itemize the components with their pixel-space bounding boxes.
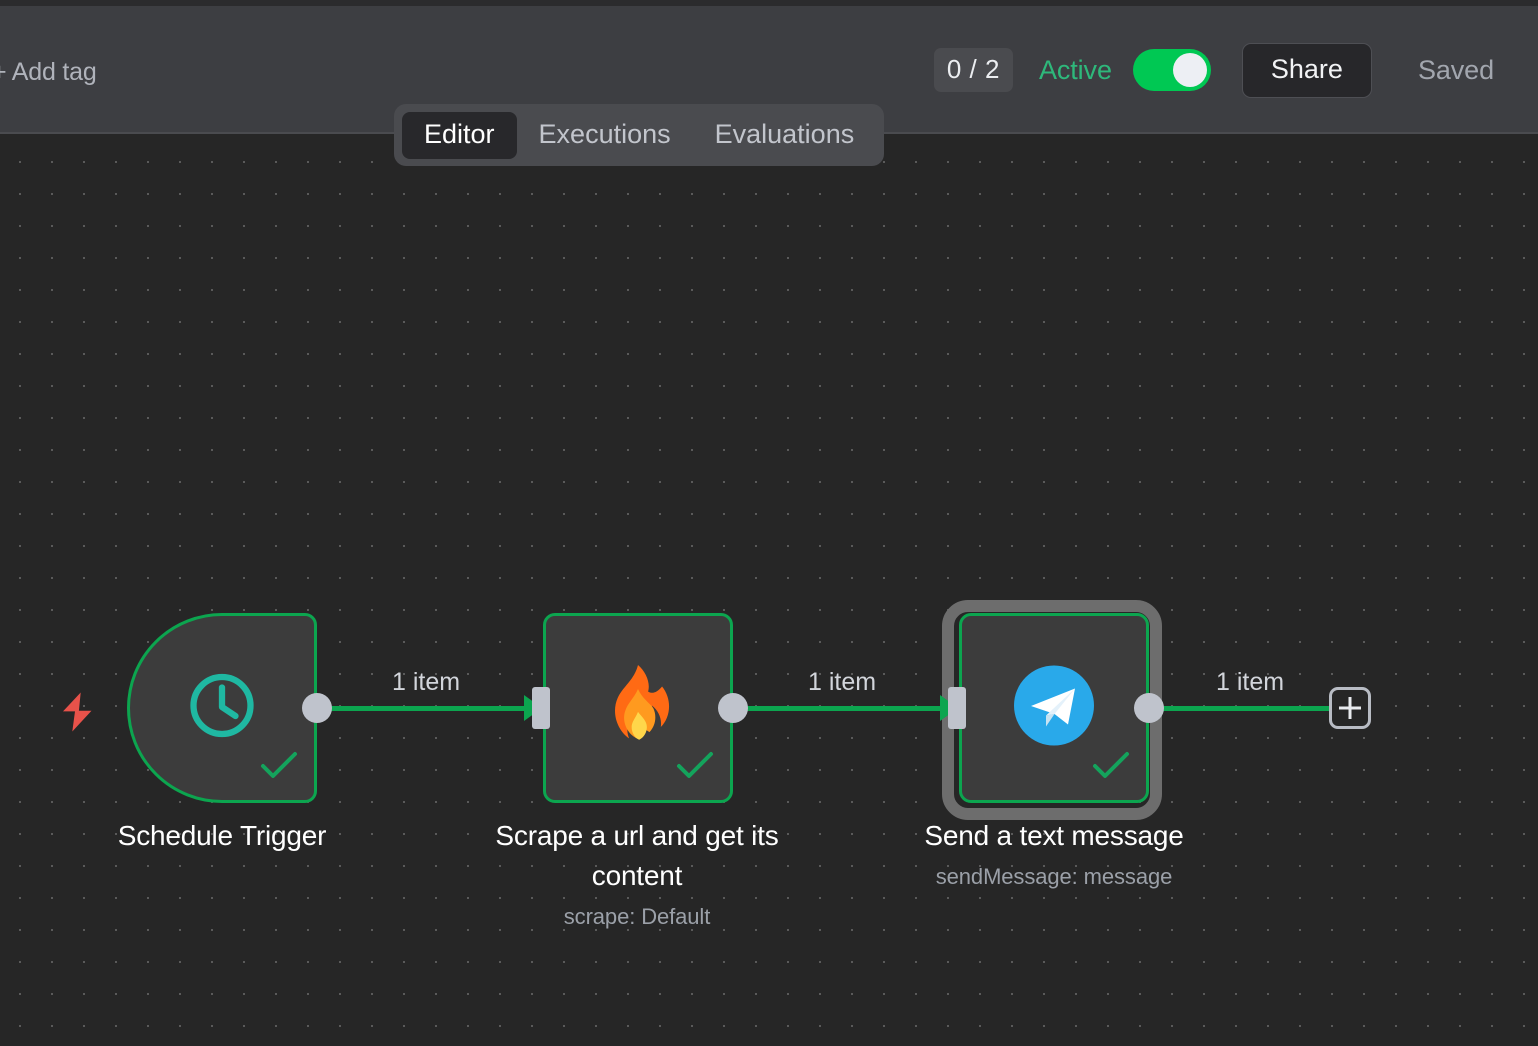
toggle-knob — [1172, 53, 1207, 87]
tab-evaluations[interactable]: Evaluations — [714, 118, 855, 149]
node-telegram-send-message[interactable] — [959, 613, 1149, 803]
node-title: Scrape a url and get its content — [495, 820, 779, 891]
node-title: Send a text message — [924, 820, 1184, 851]
input-port-firecrawl[interactable] — [532, 687, 550, 729]
active-toggle[interactable] — [1132, 49, 1211, 91]
telegram-icon — [1012, 664, 1096, 753]
view-tabs: Editor Executions Evaluations — [394, 104, 885, 166]
connection-label-3: 1 item — [1216, 668, 1285, 696]
clock-icon — [186, 670, 258, 747]
execution-count-badge[interactable]: 0 / 2 — [933, 48, 1013, 92]
workflow-canvas[interactable]: Schedule Trigger 1 item Scrap — [0, 136, 1538, 1046]
node-schedule-trigger[interactable] — [127, 613, 317, 803]
tab-executions[interactable]: Executions — [538, 118, 671, 149]
node-status-check-icon — [676, 751, 714, 786]
add-tag-button[interactable]: + Add tag — [0, 58, 97, 86]
node-caption-telegram: Send a text message sendMessage: message — [874, 816, 1234, 890]
node-subtitle: sendMessage: message — [935, 863, 1173, 889]
window-top-strip — [0, 0, 1538, 6]
node-title: Schedule Trigger — [117, 820, 327, 851]
tab-editor[interactable]: Editor — [402, 111, 517, 159]
share-button[interactable]: Share — [1241, 42, 1372, 98]
node-selection-ring — [942, 600, 1162, 820]
connection-label-1: 1 item — [392, 668, 461, 696]
node-status-check-icon — [260, 751, 298, 786]
output-port-schedule-trigger[interactable] — [302, 693, 332, 723]
fire-icon — [600, 664, 676, 753]
connection-wire-1[interactable] — [330, 706, 527, 711]
connection-wire-2[interactable] — [746, 706, 943, 711]
output-port-firecrawl[interactable] — [718, 693, 748, 723]
active-status-label: Active — [1038, 54, 1112, 85]
header-actions: 0 / 2 Active Share Saved — [933, 6, 1538, 134]
add-node-button[interactable] — [1329, 687, 1371, 729]
trigger-bolt-icon — [60, 692, 96, 737]
saved-status-label: Saved — [1417, 54, 1494, 85]
node-subtitle: scrape: Default — [563, 903, 711, 929]
connection-wire-3[interactable] — [1162, 706, 1332, 711]
node-caption-firecrawl: Scrape a url and get its content scrape:… — [457, 816, 817, 930]
connection-label-2: 1 item — [808, 668, 877, 696]
node-status-check-icon — [1092, 751, 1130, 786]
node-caption-schedule-trigger: Schedule Trigger — [47, 816, 397, 856]
output-port-telegram[interactable] — [1134, 693, 1164, 723]
node-firecrawl-scrape[interactable] — [543, 613, 733, 803]
input-port-telegram[interactable] — [948, 687, 966, 729]
